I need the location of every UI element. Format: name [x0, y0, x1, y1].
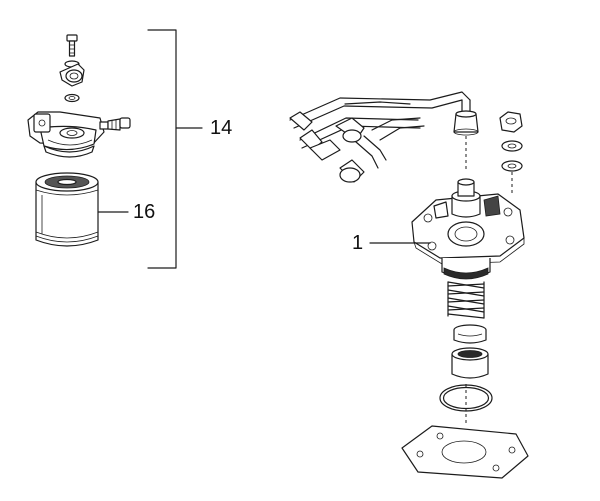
callout-14: 14 — [210, 117, 233, 139]
nut-and-washers — [499, 111, 523, 172]
fuel-pipes — [289, 91, 479, 183]
banjo-bolt — [66, 34, 78, 57]
bleed-screw — [99, 117, 131, 131]
filter-head — [27, 111, 105, 158]
bracket-14 — [147, 29, 177, 269]
callout-16: 16 — [133, 201, 156, 223]
filter-head-assembly — [27, 34, 131, 158]
banjo-fitting — [59, 60, 85, 87]
sealing-washer — [64, 93, 80, 103]
callout-1: 1 — [352, 232, 364, 254]
fuel-lift-pump — [411, 178, 525, 319]
o-ring — [439, 384, 493, 412]
filter-cartridge — [35, 172, 99, 247]
pump-tappet — [451, 347, 489, 379]
pump-seal-cup — [453, 324, 487, 344]
pump-gasket — [401, 425, 529, 479]
pump-spring — [447, 281, 485, 319]
